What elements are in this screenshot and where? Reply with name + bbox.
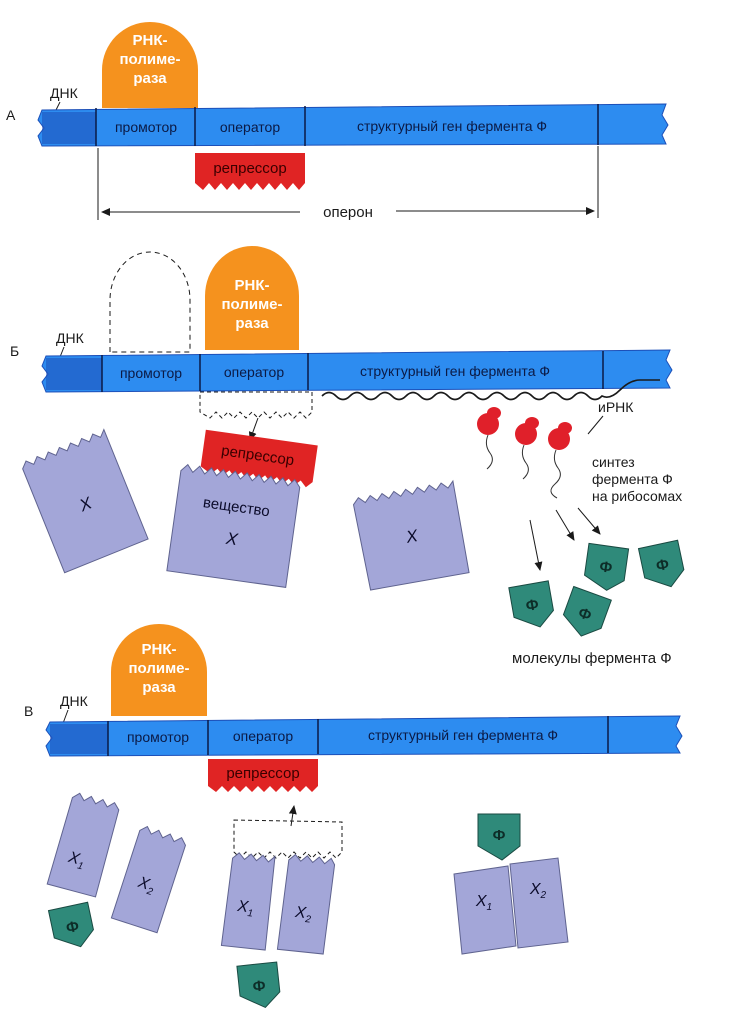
panel-b-polymerase-line1: РНК- (235, 277, 270, 294)
panel-c-dashed-outline (233, 819, 343, 859)
svg-text:Х2: Х2 (529, 881, 547, 901)
panel-c-gene: структурный ген фермента Ф (368, 727, 558, 743)
panel-c-x1-right: Х1 (453, 865, 517, 955)
panel-c-letter: В (24, 703, 33, 719)
panel-c-dna-end (50, 724, 108, 754)
svg-text:Ф: Ф (654, 556, 670, 575)
panel-b-enzyme-3: Ф (583, 542, 630, 591)
svg-text:Х1: Х1 (65, 849, 87, 873)
panel-c: В ДНК РНК- полиме- раза промотор операто… (24, 624, 683, 1009)
svg-text:Х1: Х1 (475, 893, 492, 913)
panel-b-synthesis-arrow-2 (555, 509, 575, 541)
panel-b-enzyme-1: Ф (508, 580, 554, 628)
panel-b-letter: Б (10, 343, 19, 359)
panel-b-substance-x (166, 463, 301, 588)
svg-text:Ф: Ф (524, 596, 540, 615)
panel-c-x2-middle: Х2 (276, 853, 336, 955)
panel-a-polymerase-line3: раза (133, 70, 167, 87)
panel-b-mrna-label: иРНК (598, 399, 634, 415)
panel-c-repressor-label: репрессор (226, 765, 299, 782)
svg-text:Ф: Ф (64, 918, 80, 937)
panel-b-substance-x-label: Х (224, 529, 240, 550)
panel-b-polymerase-line3: раза (235, 315, 269, 332)
panel-b-ribosome-2 (515, 417, 539, 480)
panel-b-polymerase (205, 246, 299, 350)
panel-b-promoter: промотор (120, 365, 182, 381)
panel-c-x2-left: Х2 (110, 825, 187, 934)
panel-c-release-arrow (288, 805, 297, 827)
panel-c-polymerase-line3: раза (142, 679, 176, 696)
panel-a: А ДНК РНК- полиме- раза промотор операто… (6, 22, 669, 221)
panel-c-promoter: промотор (127, 729, 189, 745)
panel-a-polymerase-line2: полиме- (119, 51, 180, 68)
panel-c-dna-label: ДНК (60, 693, 89, 709)
panel-a-promoter: промотор (115, 119, 177, 135)
panel-b-synthesis-line2: фермента Ф (592, 471, 673, 487)
panel-a-polymerase (102, 22, 198, 108)
svg-text:Ф: Ф (598, 558, 613, 577)
svg-text:Х2: Х2 (134, 874, 157, 898)
panel-a-operon-label: оперон (323, 204, 373, 221)
panel-b-repressor (200, 429, 318, 488)
panel-a-gene: структурный ген фермента Ф (357, 118, 547, 134)
panel-b-mrna (321, 379, 660, 401)
svg-text:Ф: Ф (252, 977, 267, 995)
svg-text:Х1: Х1 (235, 898, 254, 920)
panel-c-repressor (208, 759, 318, 792)
panel-a-repressor (195, 153, 305, 190)
panel-b-operator: оператор (224, 364, 284, 380)
panel-c-polymerase (111, 624, 207, 716)
panel-b-dna-end (46, 358, 102, 390)
panel-b-free-x-middle: Х (352, 479, 470, 591)
panel-b-enzyme-4: Ф (637, 539, 685, 588)
svg-text:Ф: Ф (576, 604, 594, 624)
panel-b-enzyme-2: Ф (562, 585, 612, 637)
panel-c-x2-right: Х2 (509, 857, 569, 949)
panel-a-repressor-label: репрессор (213, 160, 286, 177)
panel-b-polymerase-ghost (109, 251, 191, 353)
panel-c-polymerase-line2: полиме- (128, 660, 189, 677)
panel-b-synthesis-line3: на рибосомах (592, 488, 682, 504)
panel-c-enzyme-middle: Ф (236, 961, 281, 1009)
panel-a-polymerase-line1: РНК- (133, 32, 168, 49)
panel-b-enzyme-molecules-label: молекулы фермента Ф (512, 650, 672, 667)
svg-text:Ф: Ф (493, 827, 506, 844)
panel-a-operator: оператор (220, 119, 280, 135)
svg-text:Х2: Х2 (293, 904, 313, 926)
panel-a-dna-end (42, 112, 96, 144)
panel-c-operator: оператор (233, 728, 293, 744)
panel-b-ribosome-3 (548, 422, 572, 499)
panel-b-synthesis-line1: синтез (592, 454, 635, 470)
panel-c-x1-middle: Х1 (220, 852, 276, 951)
panel-b-free-x-left: Х (22, 428, 149, 574)
panel-c-enzyme-left: Ф (47, 901, 94, 948)
panel-b-dna-label: ДНК (56, 330, 85, 346)
panel-b-synthesis-arrow-3 (577, 507, 601, 535)
panel-a-letter: А (6, 107, 16, 123)
panel-b-repressor-ghost (199, 391, 313, 419)
panel-c-x1-left: Х1 (46, 792, 120, 898)
panel-b-ribosome-1 (477, 407, 501, 470)
panel-b: Б ДНК РНК- полиме- раза промотор операто… (10, 246, 685, 667)
panel-b-polymerase-line2: полиме- (221, 296, 282, 313)
panel-a-dna-label: ДНК (50, 85, 79, 101)
panel-c-enzyme-right: Ф (477, 813, 521, 861)
panel-b-free-x-middle-label: Х (404, 526, 420, 547)
panel-b-gene: структурный ген фермента Ф (360, 363, 550, 379)
panel-b-synthesis-arrow-1 (529, 519, 543, 571)
panel-b-repressor-complex: репрессор вещество Х (166, 429, 318, 588)
panel-c-polymerase-line1: РНК- (142, 641, 177, 658)
